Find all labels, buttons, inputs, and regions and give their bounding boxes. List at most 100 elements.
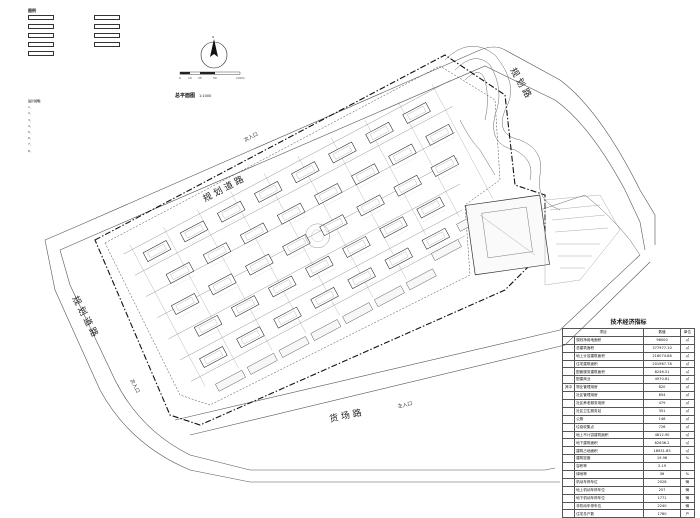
building-core (435, 158, 455, 174)
gate-west: 次入口 (128, 378, 141, 395)
building-core (398, 178, 418, 193)
residential-building (245, 253, 274, 276)
building-core (235, 299, 255, 314)
building-core (315, 290, 335, 305)
residential-building (142, 240, 172, 262)
note-line: 8、 (28, 148, 33, 153)
row-value: 19.98 (643, 454, 681, 464)
building-core (198, 318, 218, 333)
row-value: 854 (643, 391, 681, 401)
building-core (221, 204, 241, 219)
landscape-line (274, 288, 299, 301)
road-label-north-right: 规 划 路 (507, 66, 534, 100)
row-value: 1760 (643, 509, 681, 518)
header-value: 数值 (643, 328, 681, 337)
building-core (277, 310, 298, 325)
landscape-line (214, 286, 239, 299)
residential-building (208, 273, 237, 296)
row-name: 绿地率 (574, 470, 645, 479)
legend-row (28, 31, 88, 40)
table-title: 技术经济指标 (610, 318, 647, 326)
legend-swatch (94, 33, 120, 38)
building-core (369, 125, 390, 140)
row-name: 地下建筑面积 (574, 438, 645, 448)
landscape-line (363, 207, 387, 220)
row-group (561, 406, 576, 416)
row-group (561, 414, 576, 424)
internal-road (134, 106, 453, 276)
landscape-line (391, 260, 415, 273)
landscape-line (280, 319, 304, 332)
building-core (361, 198, 381, 213)
building-core (383, 220, 404, 235)
row-group (561, 375, 576, 385)
scale-label-2: 25 (198, 76, 202, 80)
residential-building (347, 267, 376, 290)
row-unit: 户 (679, 509, 696, 518)
note-line: 6、 (28, 136, 33, 141)
note-line: 5、 (28, 130, 33, 135)
north-label: N (212, 35, 214, 39)
row-group (561, 485, 576, 495)
building-core (392, 147, 412, 162)
internal-road (168, 183, 461, 340)
notes-title: 设计说明： (28, 99, 44, 103)
scale-bar: 0 10 25 50 100m (179, 71, 245, 80)
building-core (389, 251, 409, 266)
row-unit: ㎡ (679, 351, 696, 361)
building-core (352, 271, 372, 286)
building-core (286, 237, 306, 252)
landscape-line (358, 175, 382, 189)
row-unit: ㎡ (679, 414, 696, 424)
row-value: 4812.90 (643, 430, 681, 440)
commercial-block (342, 302, 374, 325)
legend-row (94, 31, 154, 40)
building-core (323, 218, 344, 233)
row-unit: ㎡ (679, 446, 696, 456)
row-value: 18931.85 (643, 446, 681, 456)
residential-building (388, 143, 417, 166)
residential-building (165, 261, 195, 284)
landscape-line (317, 299, 341, 313)
row-group (561, 509, 576, 518)
residential-building (199, 346, 228, 368)
row-unit: ㎡ (679, 399, 696, 408)
residential-building (230, 295, 260, 318)
row-unit: ㎡ (679, 343, 696, 353)
residential-building (379, 216, 408, 239)
residential-building (310, 286, 339, 309)
row-value: 96000 (643, 335, 681, 345)
residential-building (305, 255, 334, 278)
row-group (561, 430, 576, 440)
north-arrow-icon: N (200, 35, 228, 69)
residential-building (268, 275, 297, 298)
internal-path (431, 84, 494, 200)
row-name: 非机动车停车位 (574, 501, 645, 511)
residential-building (430, 155, 459, 177)
legend-swatch (28, 33, 54, 38)
landscape-line (243, 339, 267, 352)
residential-building (365, 121, 394, 144)
residential-building (319, 214, 348, 237)
residential-building (202, 242, 232, 265)
legend-column-2 (94, 13, 154, 58)
row-value: 257 (643, 485, 681, 495)
row-group (561, 351, 576, 361)
building-core (147, 243, 167, 259)
scale-label-0: 0 (179, 76, 181, 80)
row-group (561, 391, 576, 401)
building-core (407, 105, 427, 121)
landscape-line (237, 307, 261, 321)
interior-layout (123, 80, 494, 392)
landscape-line (428, 240, 452, 253)
residential-building (356, 194, 385, 217)
building-core (184, 224, 204, 239)
residential-building (216, 200, 246, 223)
row-value: 4970.61 (643, 375, 681, 385)
